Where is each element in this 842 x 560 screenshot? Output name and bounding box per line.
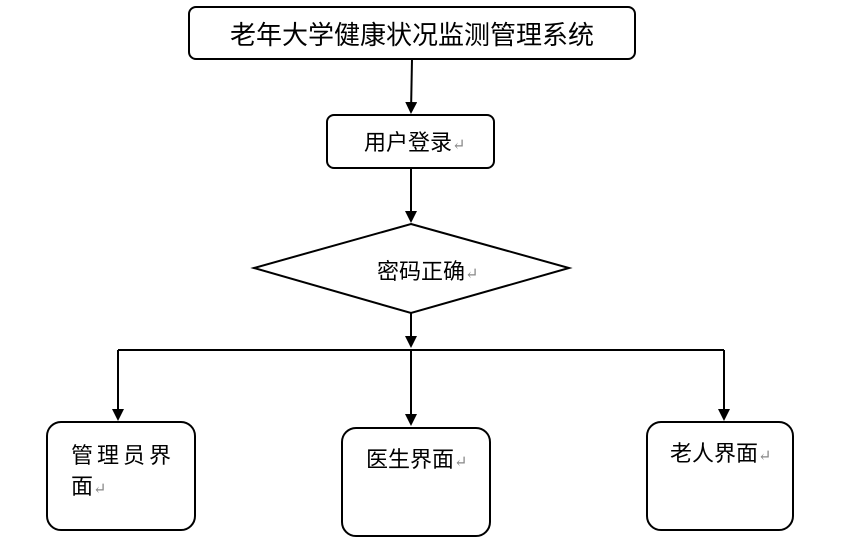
admin-text-line2: 面↵	[71, 475, 106, 500]
doctor-text: 医生界面↵	[366, 448, 467, 473]
password-check-text: 密码正确↵	[377, 260, 478, 285]
admin-box	[46, 421, 196, 531]
arrow-title-to-login	[405, 58, 418, 114]
title-text: 老年大学健康状况监测管理系统	[230, 21, 594, 51]
login-text: 用户登录↵	[364, 131, 465, 156]
elder-text: 老人界面↵	[670, 442, 771, 467]
doctor-box	[341, 427, 491, 537]
elder-box	[646, 421, 794, 531]
admin-text-line1: 管理员界	[71, 444, 175, 469]
